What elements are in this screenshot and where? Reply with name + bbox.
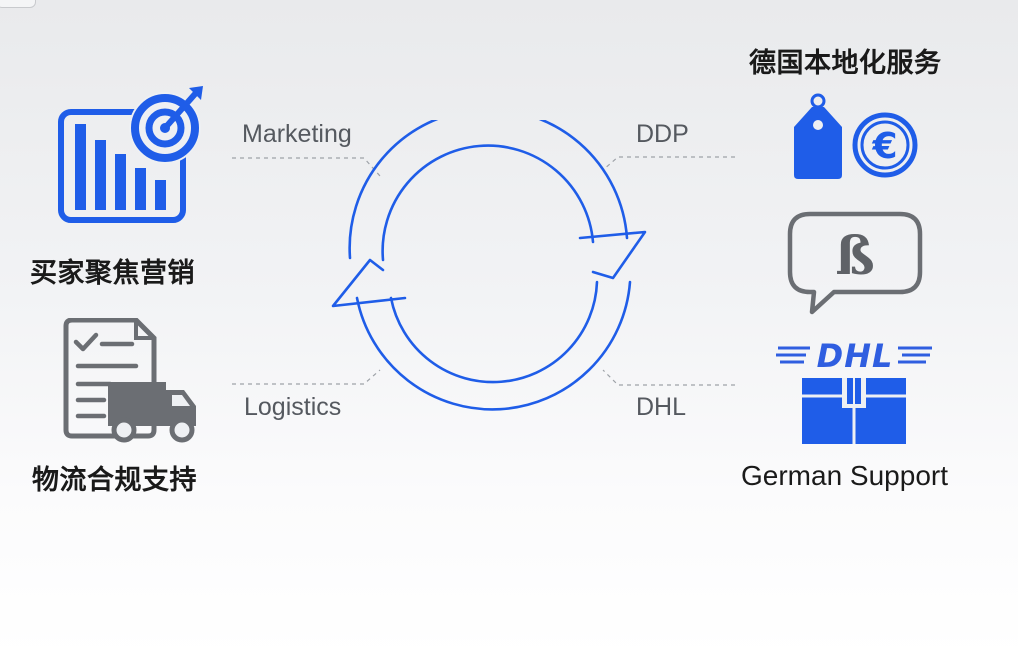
- label-ddp: DDP: [636, 120, 689, 148]
- logistics-title: 物流合规支持: [32, 465, 197, 496]
- german-support-label: German Support: [741, 460, 948, 491]
- localization-title: 德国本地化服务: [749, 48, 942, 79]
- label-logistics: Logistics: [244, 393, 342, 421]
- marketing-title: 买家聚焦营销: [30, 258, 195, 289]
- connector-ddp: [602, 156, 735, 171]
- checklist-truck-icon: [63, 318, 196, 443]
- connector-dhl: [602, 369, 735, 386]
- speech-bubble-icon: ß: [787, 211, 923, 315]
- cycle-arrows-icon: [331, 120, 647, 411]
- connector-logistics: [232, 369, 381, 385]
- bar-chart-target-icon: [58, 86, 203, 223]
- label-dhl: DHL: [636, 393, 687, 421]
- euro-glyph: €: [871, 126, 897, 167]
- price-tag-icon: [794, 93, 842, 179]
- eszett-glyph: ß: [835, 226, 875, 287]
- package-box-icon: [802, 378, 906, 444]
- dhl-logo-text: DHL: [817, 337, 894, 371]
- label-marketing: Marketing: [242, 120, 352, 148]
- connector-marketing: [232, 157, 381, 177]
- dhl-logo: DHL: [776, 337, 932, 371]
- corner-tab: [0, 0, 36, 8]
- euro-coin-icon: €: [852, 112, 918, 178]
